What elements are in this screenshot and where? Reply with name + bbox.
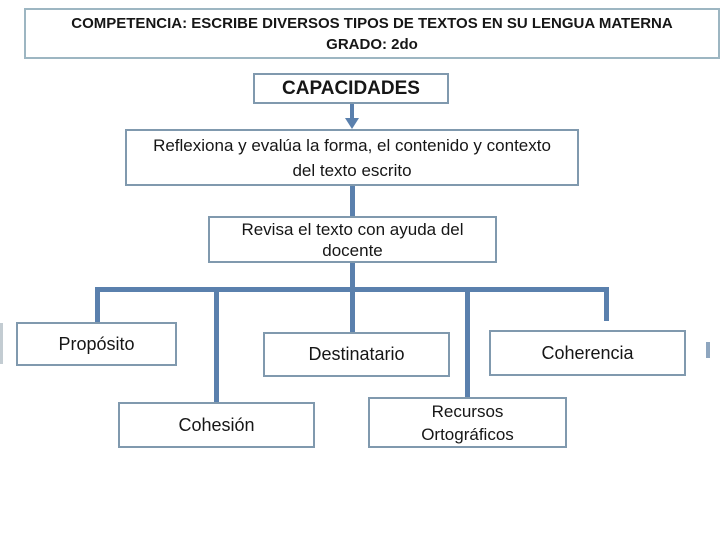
capacidades-box: CAPACIDADES [253, 73, 449, 104]
edge-fragment-right [706, 342, 710, 358]
proposito-label: Propósito [58, 333, 135, 354]
proposito-box: Propósito [16, 322, 177, 366]
connector-drop-cohesion [214, 287, 219, 402]
cohesion-box: Cohesión [118, 402, 315, 448]
header-box: COMPETENCIA: ESCRIBE DIVERSOS TIPOS DE T… [24, 8, 720, 59]
reflexiona-label: Reflexiona y evalúa la forma, el conteni… [153, 135, 551, 180]
coherencia-label: Coherencia [541, 342, 634, 363]
down-arrow-icon [345, 118, 359, 129]
coherencia-box: Coherencia [489, 330, 686, 376]
recursos-label: Recursos Ortográficos [421, 401, 514, 444]
competencia-title: COMPETENCIA: ESCRIBE DIVERSOS TIPOS DE T… [71, 14, 673, 32]
revisa-label: Revisa el texto con ayuda del docente [241, 219, 464, 260]
capacidades-label: CAPACIDADES [282, 77, 420, 99]
connector-drop-coherencia [604, 287, 609, 321]
edge-fragment-left [0, 323, 3, 364]
connector-reflexiona-revisa [350, 186, 355, 217]
recursos-box: Recursos Ortográficos [368, 397, 567, 448]
destinatario-label: Destinatario [308, 344, 405, 364]
grado-subtitle: GRADO: 2do [326, 35, 418, 53]
connector-drop-proposito [95, 287, 100, 322]
revisa-box: Revisa el texto con ayuda del docente [208, 216, 497, 263]
connector-revisa-branch [350, 263, 355, 288]
down-arrow-shaft [350, 104, 354, 120]
reflexiona-box: Reflexiona y evalúa la forma, el conteni… [125, 129, 579, 186]
cohesion-label: Cohesión [178, 414, 255, 435]
destinatario-box: Destinatario [263, 332, 450, 377]
connector-drop-recursos [465, 287, 470, 397]
connector-drop-destinatario [350, 287, 355, 332]
